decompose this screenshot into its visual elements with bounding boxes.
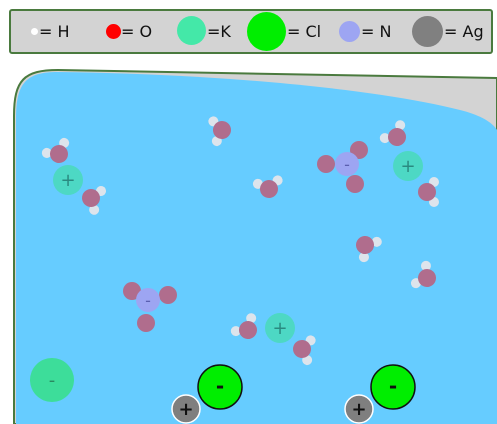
chloride-ion: - (197, 364, 243, 410)
legend-label-nitrogen: = N (361, 22, 392, 41)
legend-label-hydrogen: = H (39, 22, 70, 41)
nitrate-ion: - (123, 282, 177, 332)
silver-ion-charge: + (351, 399, 366, 420)
silver-ion: + (344, 394, 374, 424)
oxygen-atom-icon (106, 24, 121, 39)
silver-chloride-pair: - + (344, 364, 416, 424)
chloride-ion-charge: - (389, 374, 397, 398)
potassium-ion-charge: + (60, 170, 75, 191)
legend-item-chlorine: = Cl (247, 11, 327, 52)
nitrate-ion-charge: - (145, 291, 151, 310)
nitrate-ion-charge: - (344, 155, 350, 174)
potassium-ion: + (265, 313, 295, 343)
nitrate-ion: - (317, 141, 368, 193)
potassium-atom-icon (177, 16, 206, 45)
potassium-ion: + (393, 151, 423, 181)
legend-label-silver: = Ag (444, 22, 484, 41)
potassium-ion: + (53, 165, 83, 195)
potassium-ion: - (30, 358, 74, 402)
nitrogen-atom-icon (339, 21, 360, 42)
chlorine-atom-icon (247, 12, 286, 51)
silver-chloride-pair: - + (171, 364, 243, 424)
potassium-ion-charge: - (49, 370, 56, 391)
legend-label-chlorine: = Cl (287, 22, 322, 41)
silver-atom-icon (412, 16, 443, 47)
legend-item-silver: = Ag (412, 11, 492, 52)
potassium-ion-charge: + (272, 318, 287, 339)
potassium-ion-charge: + (400, 156, 415, 177)
hydrogen-atom-icon (31, 28, 38, 35)
element-legend: = H = O =K = Cl = N = Ag (9, 9, 493, 54)
silver-ion: + (171, 394, 201, 424)
solution-liquid (16, 72, 497, 424)
legend-item-hydrogen: = H (27, 11, 77, 52)
legend-label-potassium: =K (207, 22, 231, 41)
legend-label-oxygen: = O (121, 22, 153, 41)
legend-item-nitrogen: = N (339, 11, 401, 52)
chloride-ion: - (370, 364, 416, 410)
legend-item-potassium: =K (177, 11, 239, 52)
legend-item-oxygen: = O (102, 11, 152, 52)
silver-ion-charge: + (178, 399, 193, 420)
chloride-ion-charge: - (216, 374, 224, 398)
